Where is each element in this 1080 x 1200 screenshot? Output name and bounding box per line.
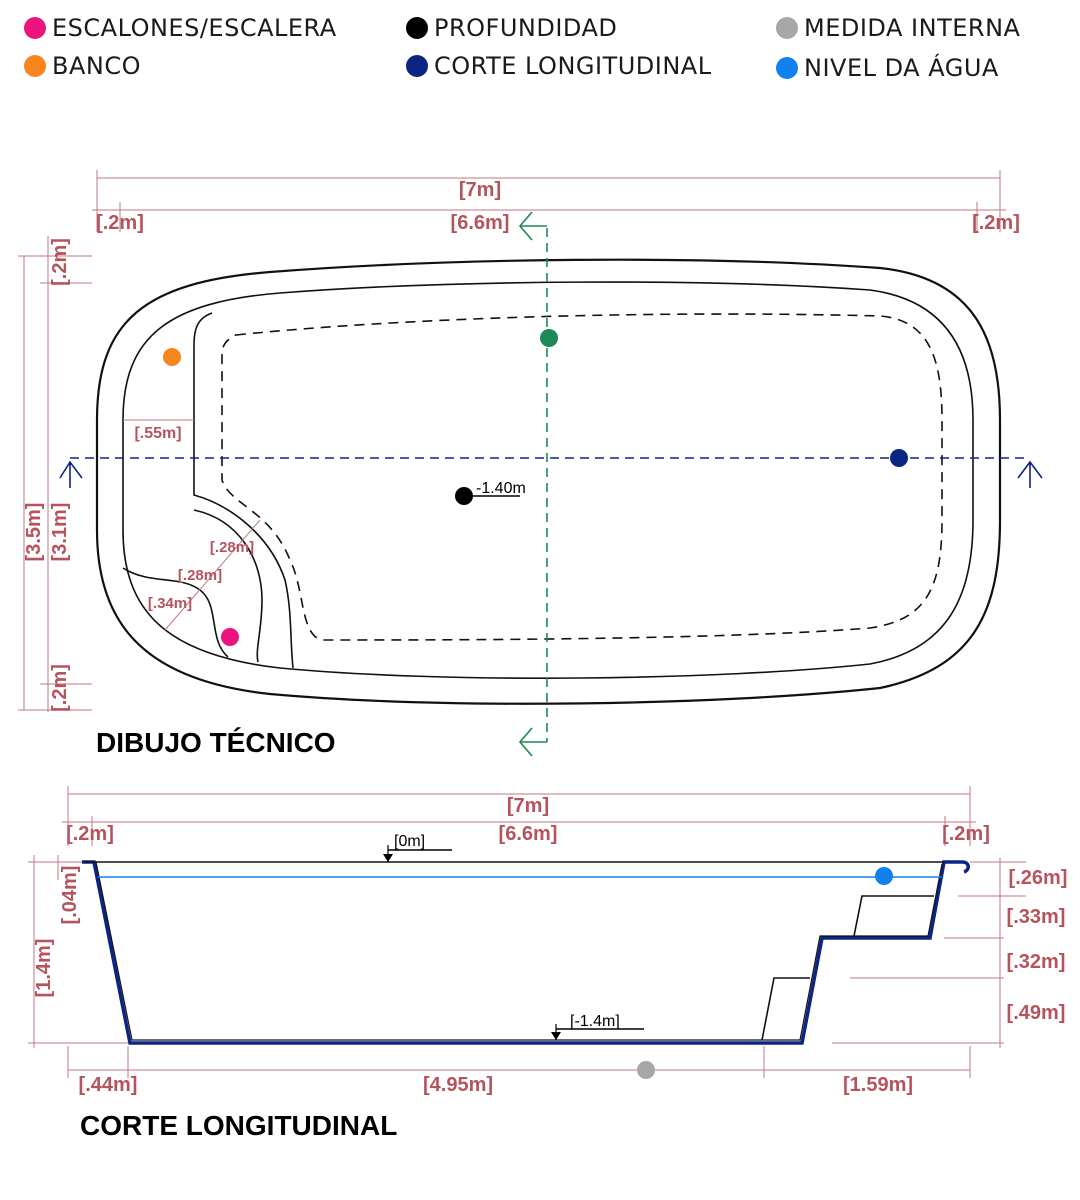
level-marker-top: [0m]	[383, 833, 452, 862]
legend-item-profundidad: PROFUNDIDAD	[406, 14, 617, 42]
bench-edge	[193, 312, 294, 669]
plan-title: DIBUJO TÉCNICO	[96, 727, 336, 758]
section-bottom-dimensions: [.44m] [4.95m] [1.59m]	[67, 1046, 971, 1096]
section-profile-inner	[84, 861, 943, 1041]
plan-wall-bottom-label: [.2m]	[49, 664, 71, 712]
legend-item-corte: CORTE LONGITUDINAL	[406, 52, 712, 80]
legend-label-escalones: ESCALONES/ESCALERA	[52, 14, 337, 42]
legend-label-banco: BANCO	[52, 52, 141, 80]
step-height-3-label: [.32m]	[1007, 951, 1066, 973]
medida-marker	[637, 1061, 655, 1079]
section-wall-left-label: [.2m]	[66, 823, 114, 845]
section-left-dimensions: [1.4m] [.04m]	[28, 855, 130, 1048]
plan-wall-left-label: [.2m]	[96, 212, 144, 234]
plan-top-dimensions: [7m] [6.6m] [.2m] [.2m]	[92, 170, 1020, 234]
section-top-dimensions: [7m] [6.6m] [.2m] [.2m]	[62, 786, 990, 846]
green-marker	[540, 329, 558, 347]
legend-dot-corte	[406, 55, 428, 77]
plan-view: [7m] [6.6m] [.2m] [.2m] [3.5m] [3.1m] [.…	[18, 170, 1043, 758]
section-depth-label: [1.4m]	[33, 939, 55, 998]
transversal-cut-line	[518, 211, 548, 757]
step-2-label: [.28m]	[178, 567, 222, 584]
legend-dot-nivel	[776, 57, 798, 79]
plan-inner-width-label: [3.1m]	[49, 503, 71, 562]
escalones-marker	[221, 628, 239, 646]
legend: ESCALONES/ESCALERA BANCO PROFUNDIDAD COR…	[24, 14, 1074, 90]
step-dim-line	[164, 519, 261, 631]
pool-inner-outline	[122, 281, 974, 679]
banco-marker	[163, 348, 181, 366]
step-riser-upper	[853, 895, 934, 937]
legend-dot-medida	[776, 17, 798, 39]
legend-dot-escalones	[24, 17, 46, 39]
water-offset-label: [.04m]	[59, 866, 81, 925]
legend-label-corte: CORTE LONGITUDINAL	[434, 52, 712, 80]
section-total-length-label: [7m]	[507, 795, 549, 817]
legend-dot-banco	[24, 55, 46, 77]
step-3-label: [.34m]	[148, 595, 192, 612]
step-riser-lower	[761, 977, 810, 1041]
section-right-dimensions: [.26m] [.33m] [.32m] [.49m]	[832, 858, 1067, 1048]
legend-item-nivel: NIVEL DA ÁGUA	[776, 54, 999, 82]
legend-label-profundidad: PROFUNDIDAD	[434, 14, 618, 42]
level-top-label: [0m]	[394, 833, 425, 850]
plan-wall-right-label: [.2m]	[972, 212, 1020, 234]
section-view: [7m] [6.6m] [.2m] [.2m] [1.4m] [.04m]	[28, 786, 1067, 1141]
section-title: CORTE LONGITUDINAL	[80, 1110, 397, 1141]
section-profile-outer	[82, 860, 970, 1045]
step-height-2-label: [.33m]	[1007, 906, 1066, 928]
legend-dot-profundidad	[406, 17, 428, 39]
legend-label-nivel: NIVEL DA ÁGUA	[804, 54, 999, 82]
legend-label-medida: MEDIDA INTERNA	[804, 14, 1021, 42]
longitudinal-cut-line	[59, 457, 1043, 488]
legend-item-banco: BANCO	[24, 52, 141, 80]
nivel-marker	[875, 867, 893, 885]
plan-total-length-label: [7m]	[459, 179, 501, 201]
plan-left-dimensions: [3.5m] [3.1m] [.2m] [.2m]	[18, 236, 92, 712]
pool-outer-outline	[95, 258, 1002, 705]
step-line-1	[193, 509, 263, 663]
pool-floor-dashed	[221, 313, 943, 641]
level-marker-bottom: [-1.4m]	[551, 1013, 644, 1040]
step-height-1-label: [.26m]	[1009, 867, 1068, 889]
steps-length-label: [1.59m]	[843, 1074, 913, 1096]
section-inner-length-label: [6.6m]	[499, 823, 558, 845]
corte-marker	[890, 449, 908, 467]
legend-item-escalones: ESCALONES/ESCALERA	[24, 14, 337, 42]
plan-total-width-label: [3.5m]	[23, 503, 45, 562]
level-bottom-label: [-1.4m]	[570, 1013, 620, 1030]
plan-wall-top-label: [.2m]	[49, 238, 71, 286]
plan-inner-length-label: [6.6m]	[451, 212, 510, 234]
depth-label: -1.40m	[476, 480, 526, 497]
slope-left-label: [.44m]	[79, 1074, 138, 1096]
section-wall-right-label: [.2m]	[942, 823, 990, 845]
legend-item-medida: MEDIDA INTERNA	[776, 14, 1020, 42]
floor-length-label: [4.95m]	[423, 1074, 493, 1096]
bench-width-label: [.55m]	[134, 425, 181, 442]
step-1-label: [.28m]	[210, 539, 254, 556]
step-height-4-label: [.49m]	[1007, 1002, 1066, 1024]
profundidad-marker	[455, 487, 473, 505]
